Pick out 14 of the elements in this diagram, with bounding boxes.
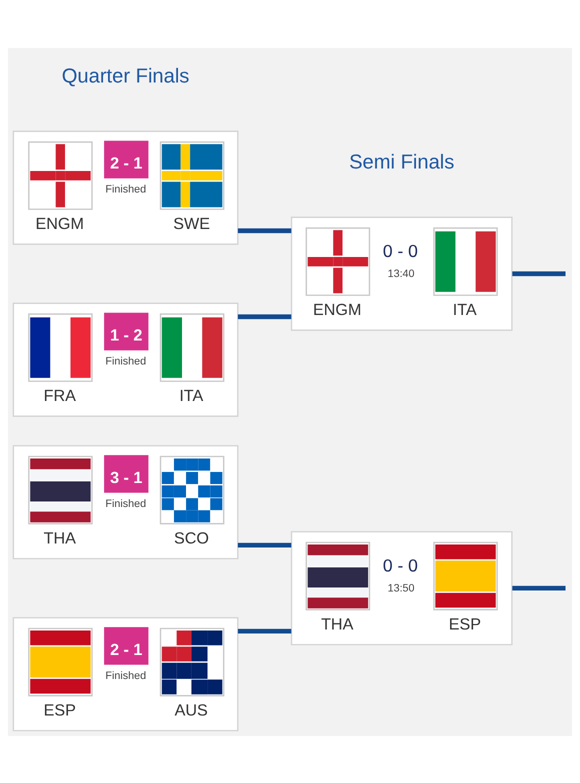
node-box: 3 - 1 Finished THA SCO (12, 444, 238, 559)
node-box: 0 - 0 13:40 ENGM ITA (290, 216, 513, 330)
node-box: 2 - 1 Finished ESP AUS (12, 616, 238, 731)
label: Quarter Finals (62, 64, 190, 87)
connector (238, 228, 292, 233)
connector (238, 628, 292, 634)
connector (512, 585, 566, 590)
connector (238, 314, 292, 319)
node-box: 0 - 0 13:50 THA ESP (290, 530, 513, 645)
label: Semi Finals (349, 150, 454, 173)
connector (238, 542, 292, 548)
node-box: 1 - 2 Finished FRA ITA (12, 302, 238, 416)
node-box: 2 - 1 Finished ENGM SWE (12, 130, 238, 244)
connector (512, 270, 566, 276)
